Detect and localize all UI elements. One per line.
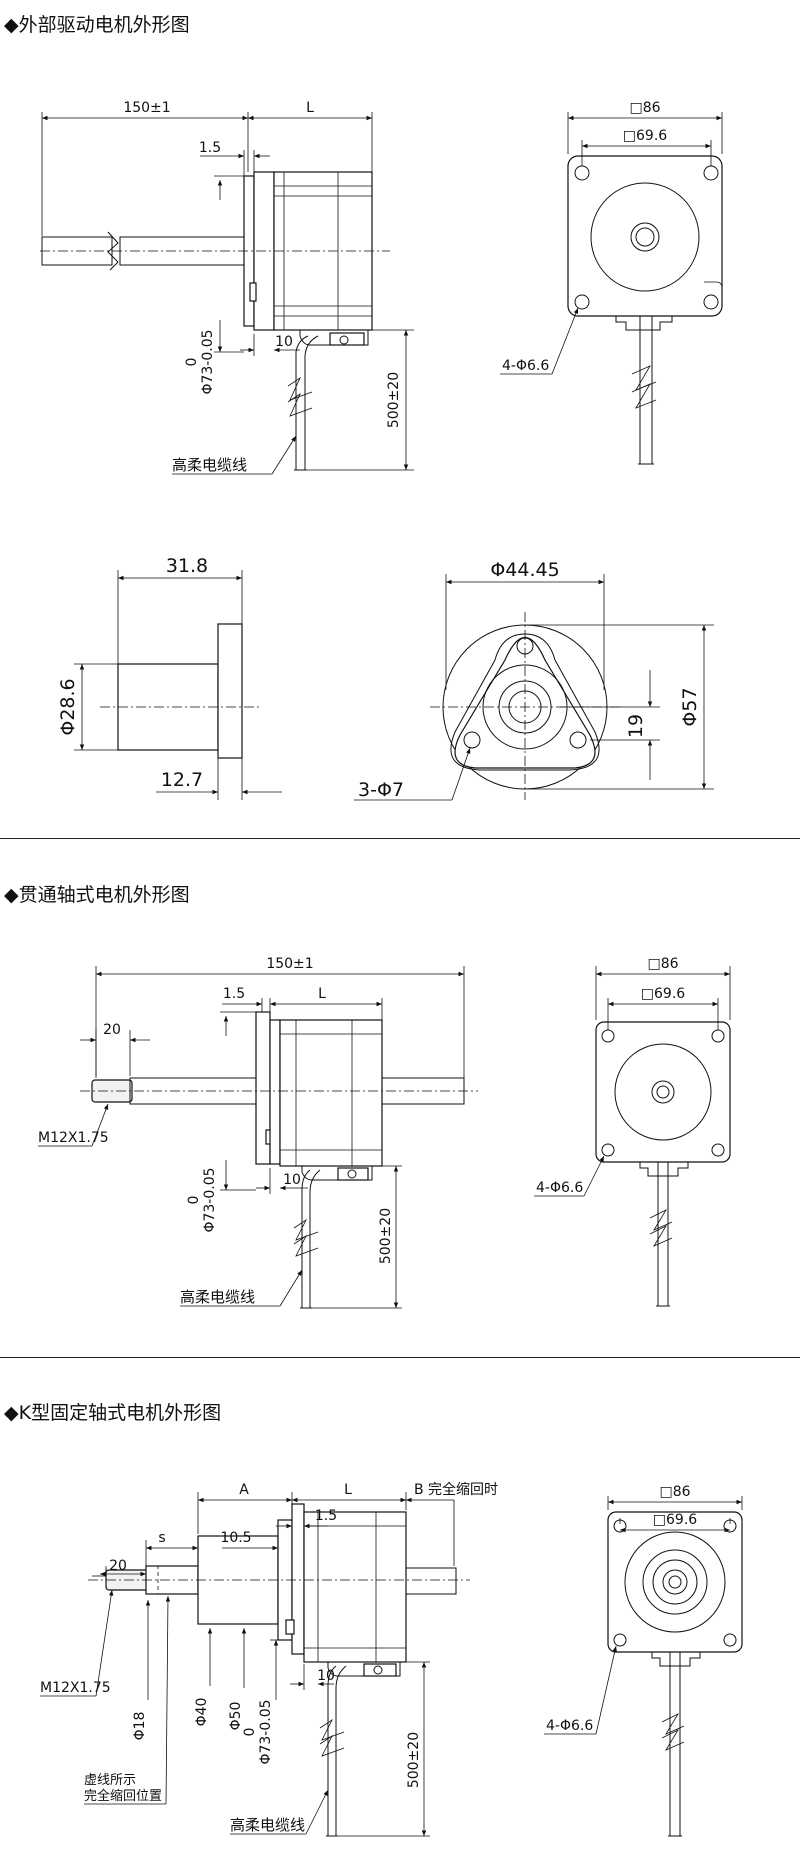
s3-B-label: B 完全缩回时: [414, 1481, 498, 1498]
s3-front-view: □86 □69.6 4-Φ6.6: [544, 1484, 743, 1837]
s3-s-label: s: [158, 1530, 165, 1546]
s3-L-label: L: [344, 1482, 352, 1498]
s2-thread-label: M12X1.75: [38, 1130, 109, 1146]
s1-side-view: 150±1 L 1.5 0 Φ73-0.05 10 500±20 高柔电缆线: [40, 100, 414, 475]
s1-cable-label: 高柔电缆线: [172, 456, 247, 474]
nut-flange-label: 12.7: [161, 769, 203, 791]
s3-500-label: 500±20: [406, 1732, 422, 1788]
s1-sq86-label: □86: [629, 100, 660, 116]
s1-dia-label: Φ73-0.05: [200, 329, 216, 394]
s1-L-label: L: [306, 100, 314, 116]
s2-dia-label: Φ73-0.05: [202, 1167, 218, 1232]
s1-front-view: □86 □69.6 4-Φ6.6: [500, 100, 723, 465]
nut-pcd-label: Φ44.45: [490, 559, 559, 581]
s3-sq86-label: □86: [659, 1484, 690, 1500]
separator-1: [0, 838, 800, 839]
nut-holes-label: 3-Φ7: [358, 779, 404, 801]
s3-20-label: 20: [109, 1558, 127, 1574]
s3-hole-label: 4-Φ6.6: [546, 1718, 593, 1734]
s2-cable-label: 高柔电缆线: [180, 1288, 255, 1306]
nut-side-view: 31.8 Φ28.6 12.7: [57, 555, 282, 800]
s2-500-label: 500±20: [378, 1208, 394, 1264]
section-title-external-drive: ◆外部驱动电机外形图: [4, 14, 190, 36]
section-title-through-shaft: ◆贯通轴式电机外形图: [4, 884, 190, 906]
nut-dia-label: Φ28.6: [57, 678, 79, 735]
section-title-k-type-fixed-shaft: ◆K型固定轴式电机外形图: [4, 1402, 222, 1424]
s3-note-line2: 完全缩回位置: [84, 1788, 162, 1804]
s3-d50-label: Φ50: [228, 1702, 244, 1731]
s3-1-5-label: 1.5: [315, 1508, 337, 1524]
s3-dia-zero: 0: [242, 1728, 258, 1737]
separator-2: [0, 1357, 800, 1358]
s1-10-label: 10: [275, 334, 293, 350]
nut-19-label: 19: [625, 714, 647, 738]
s3-d40-label: Φ40: [194, 1698, 210, 1727]
s3-motor-body: [303, 1511, 407, 1663]
s1-sq69-label: □69.6: [623, 128, 667, 144]
s1-1-5-label: 1.5: [199, 140, 221, 156]
s3-10-label: 10: [317, 1668, 335, 1684]
s2-front-view: □86 □69.6 4-Φ6.6: [534, 956, 731, 1307]
s3-sq69-label: □69.6: [653, 1512, 697, 1528]
s3-d18-label: Φ18: [132, 1712, 148, 1741]
s3-dia-label: Φ73-0.05: [258, 1699, 274, 1764]
s2-hole-label: 4-Φ6.6: [536, 1180, 583, 1196]
s3-thread-label: M12X1.75: [40, 1680, 111, 1696]
s1-flange-square: [567, 155, 723, 317]
s2-10-label: 10: [283, 1172, 301, 1188]
s3-note-line1: 虚线所示: [84, 1773, 136, 1788]
nut-flange: [217, 623, 243, 759]
nut-front-view: Φ44.45 19 Φ57 3-Φ7: [354, 559, 714, 801]
s2-20-label: 20: [103, 1022, 121, 1038]
s1-500-label: 500±20: [386, 372, 402, 428]
s2-dia-zero: 0: [186, 1196, 202, 1205]
s2-sq69-label: □69.6: [641, 986, 685, 1002]
s1-length-label: 150±1: [123, 100, 170, 116]
s2-1-5-label: 1.5: [223, 986, 245, 1002]
s2-side-view: 150±1 1.5 L 20 M12X1.75 0 Φ73-0.05 10: [38, 956, 478, 1309]
s1-dia-zero: 0: [184, 358, 200, 367]
s2-L-label: L: [318, 986, 326, 1002]
s2-motor-body: [279, 1019, 383, 1167]
s3-10-5-label: 10.5: [220, 1530, 251, 1546]
s1-break-mark: [107, 231, 119, 271]
s1-hole-label: 4-Φ6.6: [502, 358, 549, 374]
s3-A-label: A: [239, 1482, 249, 1498]
s2-sq86-label: □86: [647, 956, 678, 972]
s2-length-label: 150±1: [266, 956, 313, 972]
nut-outer-dia-label: Φ57: [679, 687, 701, 726]
nut-length-label: 31.8: [166, 555, 208, 577]
s3-cable-label: 高柔电缆线: [230, 1816, 305, 1834]
s3-side-view: A L B 完全缩回时 10.5 1.5 s 20 M12X1.75 Φ18 Φ…: [40, 1481, 498, 1837]
